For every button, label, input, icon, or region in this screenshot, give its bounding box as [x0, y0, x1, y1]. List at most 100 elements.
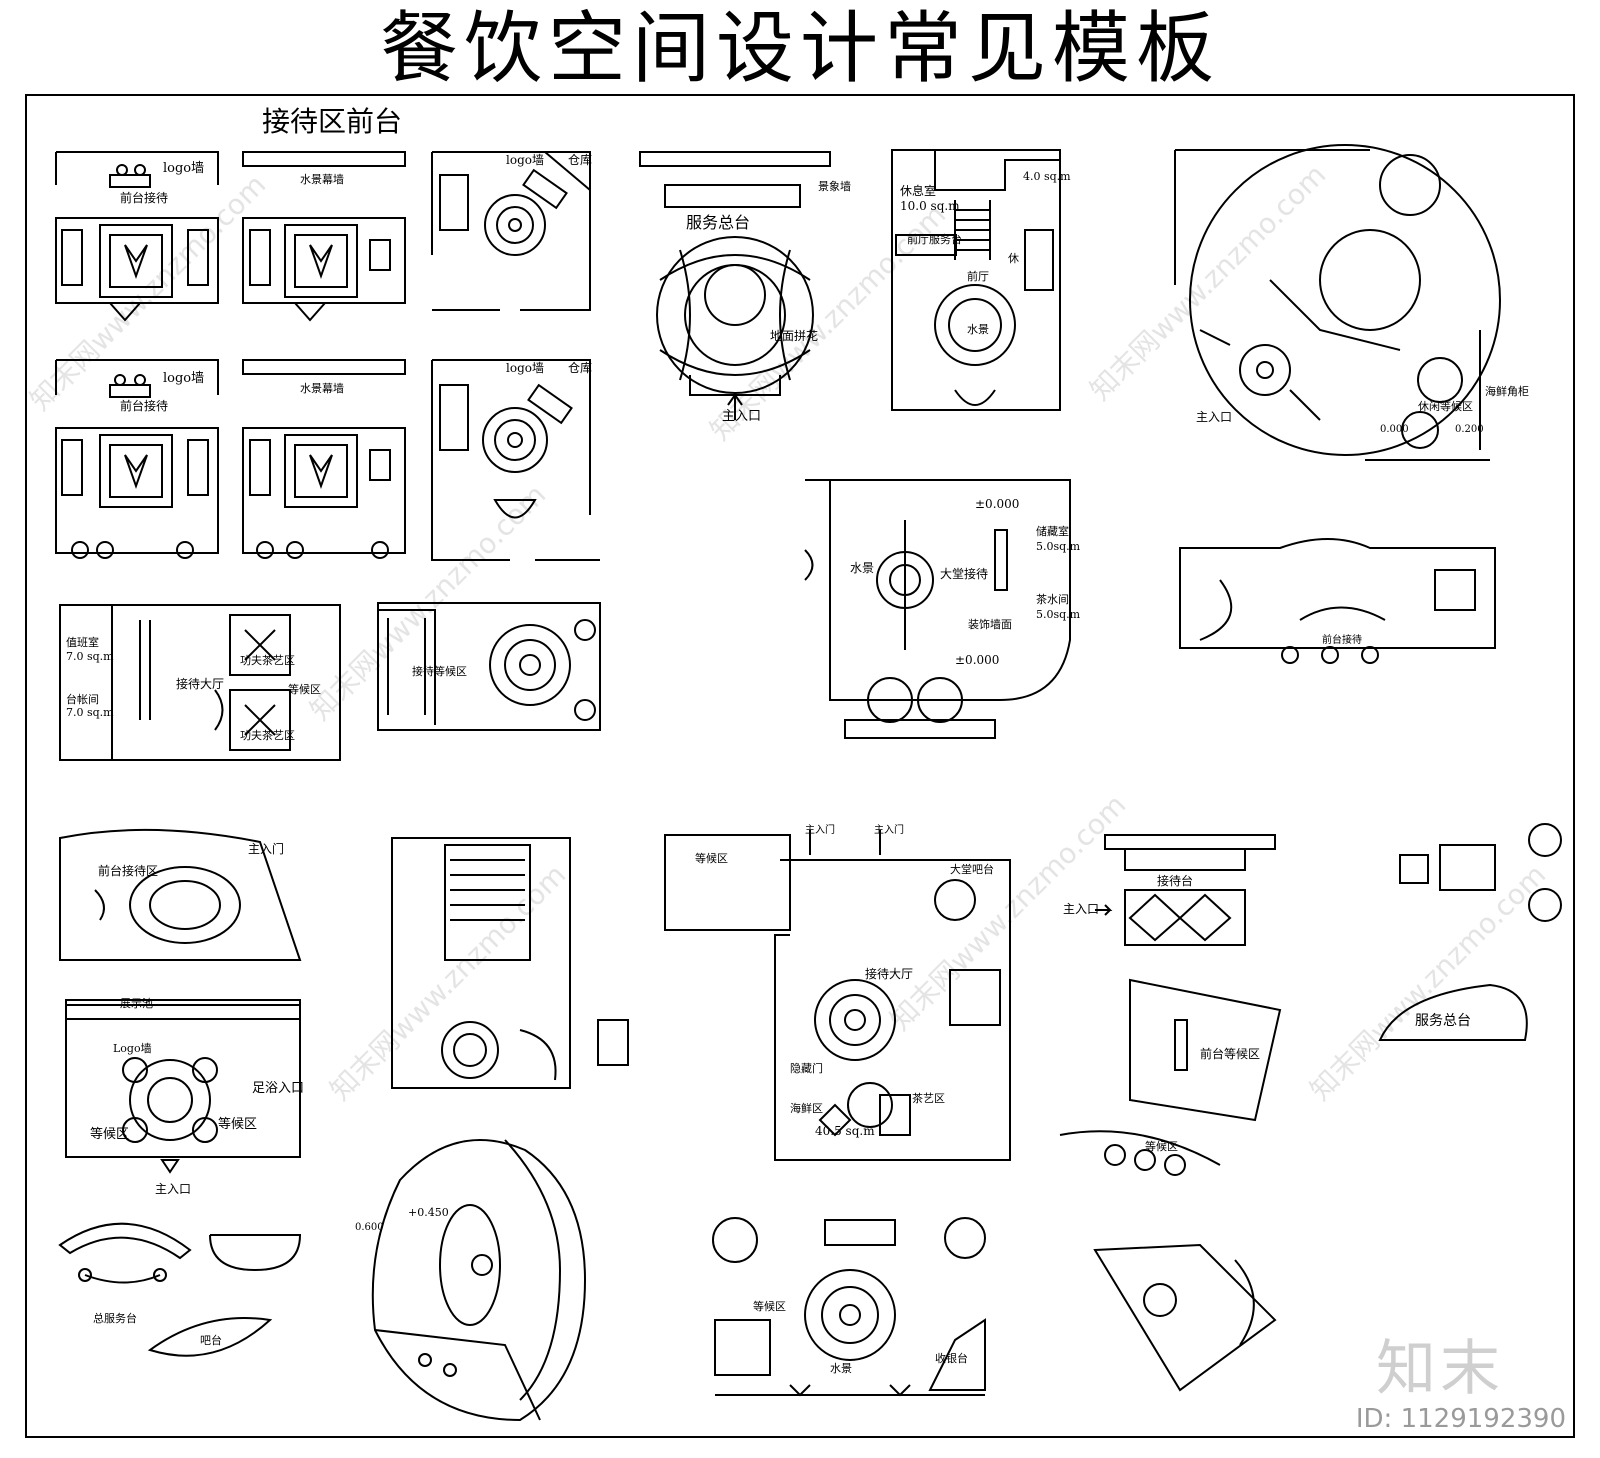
plan-stair-lobby — [391, 837, 629, 1089]
brand-watermark: 知末 — [1376, 1334, 1504, 1404]
label-hall-reception: 接待大厅 — [176, 676, 224, 691]
label-front-reception: 前台接待 — [120, 398, 168, 413]
label-display-pool: 展示池 — [120, 997, 153, 1010]
label-main-door: 主入门 — [248, 841, 284, 856]
label-front-service: 前厅服务台 — [907, 232, 962, 246]
label-duty-area: 7.0 sq.m — [66, 650, 114, 663]
label-water: 水景 — [850, 561, 874, 575]
plan-reception-wait — [377, 602, 601, 731]
label-water-wall: 水景幕墙 — [300, 381, 344, 395]
label-main-entrance: 主入口 — [1196, 410, 1232, 424]
label-warehouse: 仓库 — [568, 152, 592, 167]
label-duty-area: 7.0 sq.m — [66, 706, 114, 719]
label-reception-hall: 接待大厅 — [865, 966, 913, 981]
label-tea-room: 茶水间 — [1036, 593, 1069, 606]
label-hall: 前厅 — [967, 269, 989, 283]
plan-service-desk — [639, 151, 831, 420]
plan-reception-1 — [55, 151, 219, 322]
label-bar: 吧台 — [200, 1333, 222, 1347]
image-id: ID: 1129192390 — [1355, 1404, 1566, 1434]
label-logo: logo墙 — [506, 361, 544, 375]
plan-small-right — [1378, 823, 1562, 1041]
label-level: 0.000 — [1380, 424, 1409, 435]
plan-grand-lobby — [664, 830, 1011, 1161]
label-service-total: 服务总台 — [1415, 1013, 1471, 1029]
label-lobby-reception: 大堂接待 — [940, 566, 988, 581]
label-rest: 休 — [1008, 252, 1019, 265]
label-warehouse: 仓库 — [568, 360, 592, 375]
plan-triangle — [1093, 1243, 1277, 1392]
label-main-door: 主入门 — [874, 823, 904, 836]
label-leisure-wait: 休闲等候区 — [1418, 399, 1473, 413]
label-reception-wait: 接待等候区 — [412, 664, 467, 678]
plan-lobby-stairs — [891, 149, 1061, 411]
plan-reception-4 — [55, 359, 219, 559]
label-main-entrance: 主入口 — [1063, 902, 1099, 916]
label-waiting: 等候区 — [695, 851, 728, 865]
label-level: ±0.000 — [955, 653, 999, 667]
label-hidden-door: 隐藏门 — [790, 1061, 823, 1075]
plan-lobby-reception — [804, 479, 1071, 739]
label-tea-art: 茶艺区 — [912, 1092, 945, 1105]
label-main-entrance: 主入口 — [722, 409, 761, 424]
plan-reception-3 — [431, 151, 591, 311]
label-water: 水景 — [967, 323, 989, 336]
plan-foot-bath — [65, 999, 301, 1174]
label-level: 0.600 — [355, 1222, 384, 1233]
plan-reception-2 — [242, 151, 406, 322]
page-title: 餐饮空间设计常见模板 — [379, 4, 1220, 94]
plan-round-lobby — [1174, 144, 1501, 461]
plan-front-wait — [59, 828, 302, 961]
label-waiting: 等候区 — [753, 1299, 786, 1313]
label-main-entrance: 主入口 — [155, 1182, 191, 1196]
label-finance: 台帐间 — [66, 692, 99, 706]
plan-diamond-entry — [1095, 834, 1276, 946]
label-service-desk: 服务总台 — [686, 213, 750, 232]
label-lobby-bar: 大堂吧台 — [950, 862, 994, 876]
label-front-wait: 前台接待区 — [98, 863, 158, 878]
label-logo: logo墙 — [163, 371, 204, 386]
label-storage: 储藏室 — [1036, 524, 1069, 538]
label-storage-area: 5.0sq.m — [1036, 608, 1081, 621]
label-small-area: 4.0 sq.m — [1023, 170, 1071, 183]
label-main-door: 主入门 — [805, 823, 835, 836]
label-duty-room: 值班室 — [66, 635, 99, 649]
label-seafood-area: 海鲜区 — [790, 1101, 823, 1115]
label-lounge-area: 10.0 sq.m — [900, 199, 960, 213]
label-waiting: 等候区 — [1145, 1139, 1178, 1153]
label-water-wall: 水景幕墙 — [300, 172, 344, 186]
plan-reception-6 — [431, 359, 600, 561]
label-lounge: 休息室 — [900, 183, 936, 198]
label-level: 0.200 — [1455, 424, 1484, 435]
label-tea-area: 功夫茶艺区 — [240, 729, 295, 742]
plan-reception-5 — [242, 359, 406, 559]
label-logo: logo墙 — [163, 161, 204, 176]
plan-oval-lobby — [371, 1139, 587, 1422]
label-area: 40.5 sq.m — [815, 1124, 875, 1138]
section-subtitle: 接待区前台 — [262, 105, 403, 138]
label-waiting: 等候区 — [90, 1126, 129, 1142]
label-decor-wall: 装饰墙面 — [968, 617, 1012, 631]
label-seafood: 海鲜角柜 — [1485, 384, 1529, 398]
label-scene-wall: 景象墙 — [818, 179, 851, 193]
label-waiting: 等候区 — [288, 682, 321, 696]
label-logo: logo墙 — [506, 153, 544, 167]
label-front-reception: 前台接待 — [1322, 633, 1362, 646]
label-level: +0.450 — [408, 1206, 449, 1219]
label-floor-pattern: 地面拼花 — [770, 328, 818, 343]
drawing-frame — [25, 94, 1575, 1438]
label-waiting: 等候区 — [218, 1116, 257, 1132]
label-storage-area: 5.0sq.m — [1036, 540, 1081, 553]
label-front-wait-area: 前台等候区 — [1200, 1046, 1260, 1061]
label-tea-area: 功夫茶艺区 — [240, 654, 295, 667]
label-foot-bath: 足浴入口 — [252, 1081, 304, 1096]
label-waterscape: 水景 — [830, 1362, 852, 1375]
plan-front-desk-right — [1179, 538, 1496, 664]
label-level: ±0.000 — [975, 497, 1019, 511]
label-cashier: 收银台 — [935, 1351, 968, 1365]
plan-waterscape-entry — [712, 1217, 986, 1397]
label-general-service: 总服务台 — [93, 1311, 137, 1325]
label-front-reception: 前台接待 — [120, 190, 168, 205]
label-reception-desk: 接待台 — [1157, 873, 1193, 888]
